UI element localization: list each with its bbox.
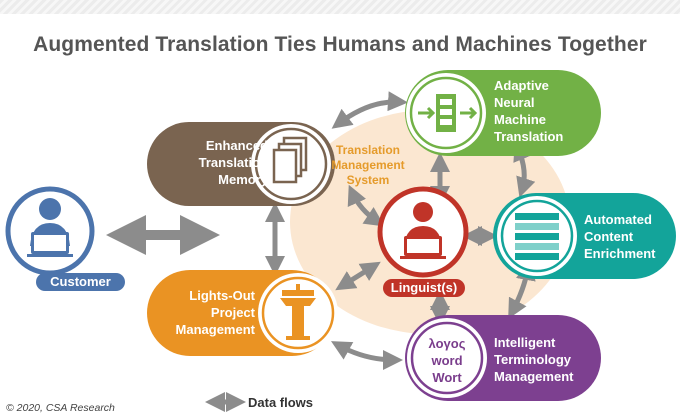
project-management-label: Lights-Out Project Management <box>175 288 255 337</box>
customer-person-icon <box>27 198 73 257</box>
customer-node <box>3 184 125 291</box>
linguist-label: Linguist(s) <box>390 280 458 295</box>
tms-label: Translation Management System <box>331 143 405 187</box>
arrow-linguist-pm <box>335 261 381 291</box>
content-enrichment-label: Automated Content Enrichment <box>584 212 656 261</box>
translation-memory-node <box>147 122 335 206</box>
document-stack-icon <box>272 136 308 184</box>
project-management-node <box>147 270 338 356</box>
linguist-person-icon <box>400 202 446 259</box>
legend-label: Data flows <box>248 395 314 410</box>
terminology-label: Intelligent Terminology Management <box>494 335 574 384</box>
diagram-title: Augmented Translation Ties Humans and Ma… <box>33 33 647 56</box>
arrow-pm-terminology <box>331 341 403 370</box>
header-band <box>0 0 680 14</box>
linguist-node <box>377 186 469 297</box>
content-enrichment-node <box>493 193 676 279</box>
copyright: © 2020, CSA Research <box>6 402 115 414</box>
customer-label-pill <box>36 273 125 291</box>
arrow-linguist-tms <box>347 184 385 227</box>
neural-mt-node <box>405 70 601 156</box>
customer-label: Customer <box>50 274 111 289</box>
terminology-words: λογος word Wort <box>428 336 466 385</box>
arrow-tm-nmt <box>331 91 408 129</box>
translation-memory-label: Enhanced Translation Memory <box>198 138 268 187</box>
linguist-label-pill <box>383 279 465 297</box>
neural-mt-label: Adaptive Neural Machine Translation <box>494 78 564 144</box>
machine-translation-icon <box>418 94 478 132</box>
terminology-node <box>405 315 601 401</box>
control-tower-icon <box>280 284 316 340</box>
enrichment-icon <box>515 213 559 260</box>
